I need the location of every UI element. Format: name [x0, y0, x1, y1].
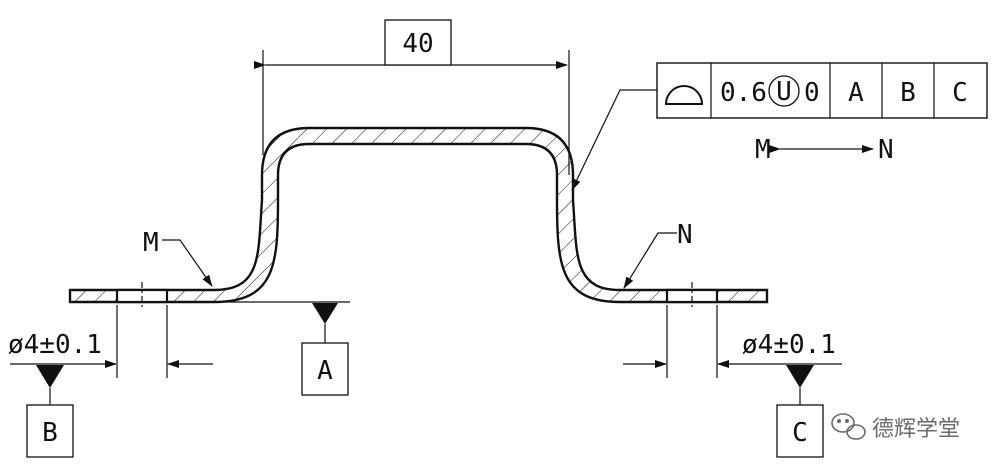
feature-control-frame: 0.6 U 0 A B C — [571, 62, 988, 191]
wechat-icon — [831, 413, 866, 440]
watermark: 德辉学堂 — [831, 413, 960, 442]
tolerance-value: 0.6 — [720, 78, 767, 108]
datum-c-triangle — [786, 365, 814, 388]
datum-a-label: A — [317, 356, 333, 386]
leader-m-label: M — [143, 228, 159, 258]
frame-leader — [571, 89, 657, 191]
profile-of-surface-icon — [664, 85, 704, 105]
datum-c-box — [776, 404, 824, 458]
dimension-box — [384, 19, 452, 66]
tolerance-offset: 0 — [804, 78, 820, 108]
datum-b-label: B — [42, 418, 58, 448]
tolerance-modifier: U — [776, 77, 792, 107]
datum-b-triangle — [36, 365, 64, 388]
between-to: N — [878, 135, 894, 165]
leader-m: M — [143, 228, 213, 287]
datum-c-label: C — [792, 418, 808, 448]
leader-n-line — [623, 232, 677, 289]
datum-a: A — [214, 301, 350, 396]
datum-ref-c: C — [952, 78, 968, 108]
between-from: M — [755, 135, 771, 165]
width-dimension: 40 — [254, 19, 570, 175]
frame-border — [656, 62, 988, 119]
dimension-value: 40 — [402, 29, 433, 59]
datum-b-box — [26, 404, 74, 458]
datum-a-box — [301, 342, 349, 396]
leader-n-label: N — [677, 220, 693, 250]
datum-a-triangle — [312, 303, 338, 324]
datum-ref-a: A — [848, 78, 864, 108]
datum-ref-b: B — [900, 78, 916, 108]
unequal-modifier-circle — [768, 75, 800, 107]
right-hole-callout: ø4±0.1 — [742, 330, 836, 360]
leader-m-line — [162, 239, 213, 287]
left-hole-callout: ø4±0.1 — [8, 330, 102, 360]
watermark-text: 德辉学堂 — [872, 417, 960, 442]
between-indicator: M N — [755, 135, 894, 165]
leader-n: N — [623, 220, 693, 289]
bracket-section — [68, 126, 769, 304]
bracket-part — [68, 126, 769, 310]
right-hole-dimension: ø4±0.1 C — [623, 305, 842, 458]
left-hole-dimension: ø4±0.1 B — [8, 305, 213, 458]
